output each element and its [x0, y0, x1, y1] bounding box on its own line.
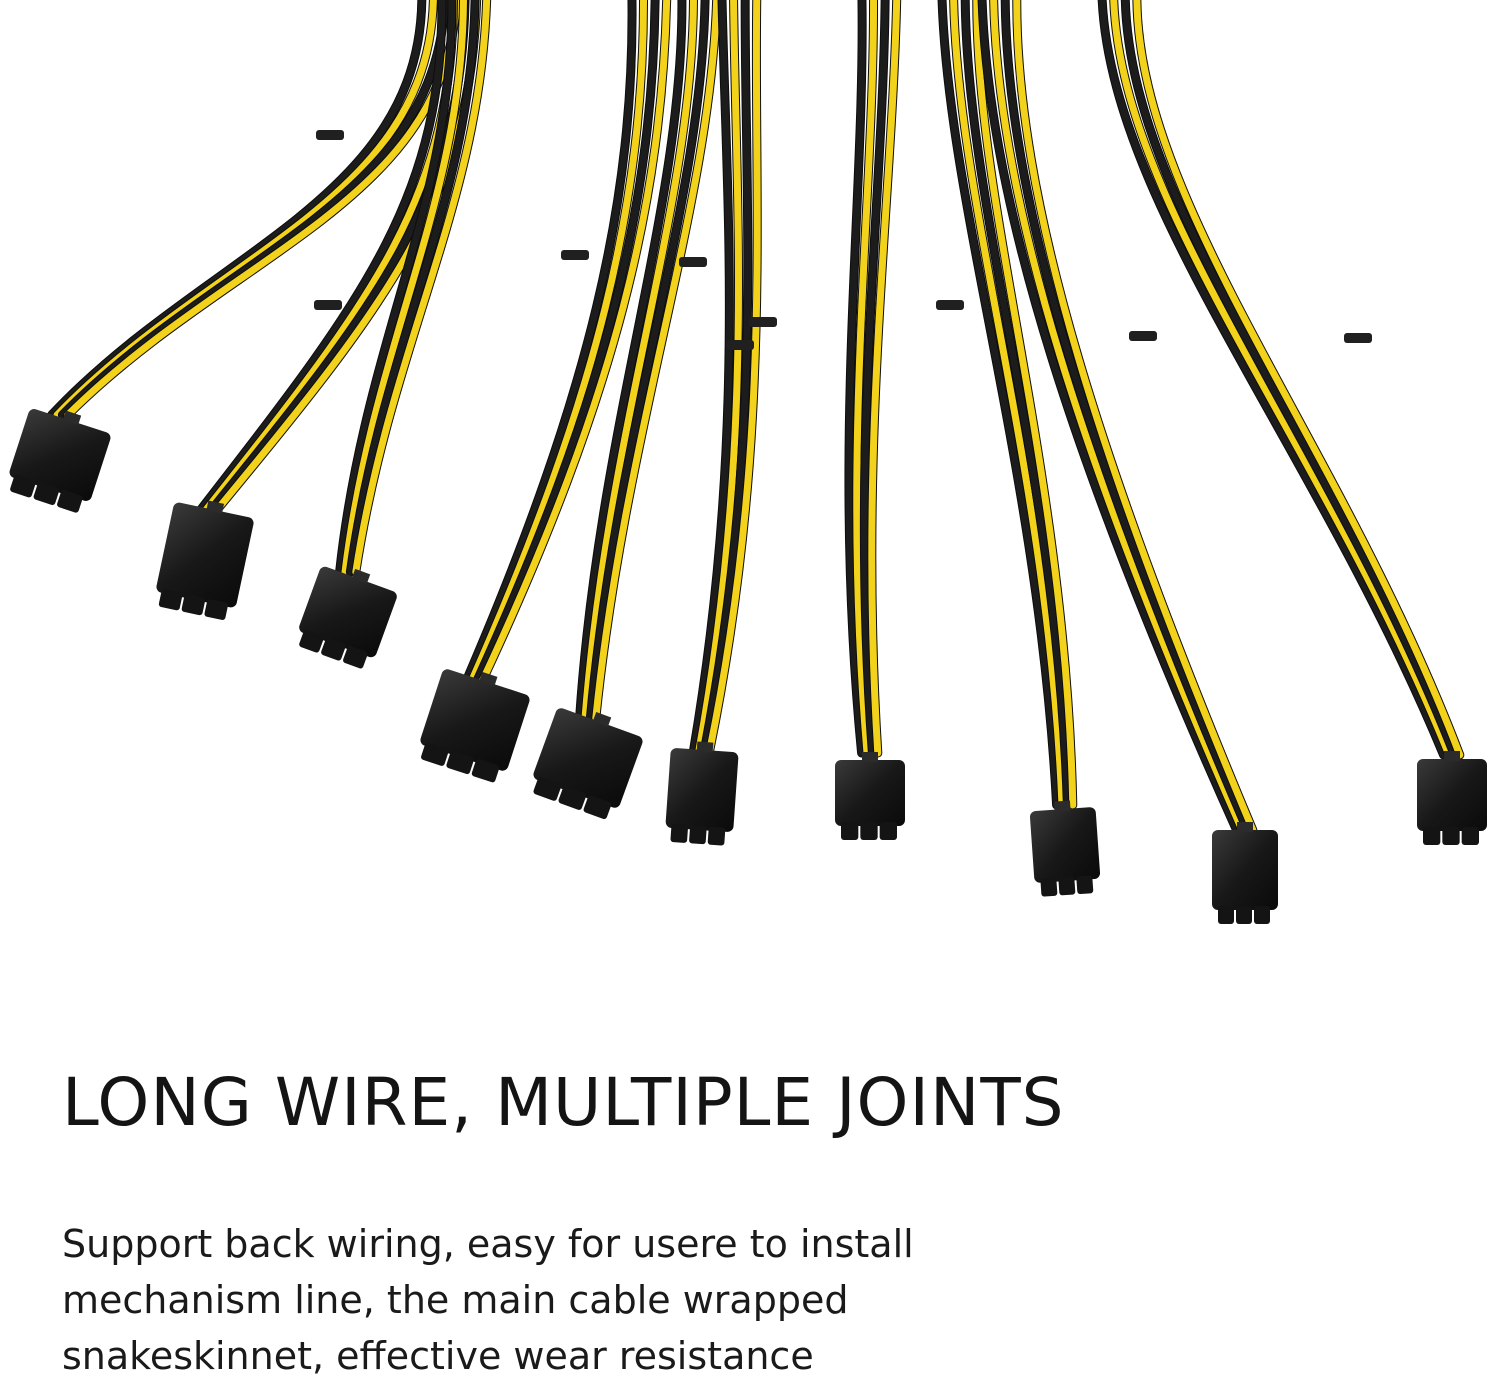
description-line: mechanism line, the main cable wrapped [62, 1278, 849, 1322]
cable-tie [561, 250, 589, 260]
description-line: Support back wiring, easy for usere to i… [62, 1222, 914, 1266]
wire [860, 0, 889, 757]
wire [586, 0, 709, 722]
wire [950, 0, 1066, 809]
headline: LONG WIRE, MULTIPLE JOINTS [62, 1064, 1065, 1141]
wire [479, 0, 671, 684]
wire [346, 0, 479, 576]
wire [576, 0, 686, 722]
wire [853, 0, 878, 757]
cable-tie [679, 257, 707, 267]
wire [463, 0, 636, 684]
wire [1133, 0, 1464, 759]
wire [973, 0, 1077, 809]
connector [835, 752, 905, 840]
wire [690, 0, 733, 754]
wire-bundle [47, 0, 1465, 835]
cable-tie [316, 130, 344, 140]
wire [978, 0, 1241, 834]
wire [937, 0, 1062, 810]
connector [1417, 751, 1487, 845]
cable-tie [1129, 331, 1157, 341]
wire [868, 0, 901, 757]
cable-tie [314, 300, 342, 310]
wire [706, 0, 761, 754]
wire [1110, 0, 1453, 759]
connector [420, 669, 530, 783]
cable-ties [314, 130, 1372, 350]
wire [1013, 0, 1257, 834]
wire [48, 0, 426, 419]
cable-tie [726, 340, 754, 350]
connector [156, 500, 254, 620]
wire [581, 0, 697, 722]
cable-bundle-photo [9, 0, 1487, 924]
connector [1029, 800, 1101, 897]
connector [1212, 822, 1278, 924]
wire [700, 0, 752, 754]
description-line: snakeskinnet, effective wear resistance [62, 1334, 814, 1378]
description: Support back wiring, easy for usere to i… [62, 1216, 1162, 1384]
wire [352, 0, 491, 576]
wire [336, 0, 456, 576]
cable-tie [749, 317, 777, 327]
wire [990, 0, 1246, 834]
wire [47, 0, 427, 420]
connector [665, 741, 739, 846]
wire [1001, 0, 1251, 834]
wire [592, 0, 721, 722]
connector-group [9, 409, 1487, 924]
connector [9, 409, 111, 513]
wire [695, 0, 742, 754]
wire [473, 0, 659, 684]
wire [961, 0, 1071, 809]
wire [1121, 0, 1458, 759]
cable-tie [936, 300, 964, 310]
cable-tie [1344, 333, 1372, 343]
wire [938, 0, 1061, 809]
wire [468, 0, 647, 684]
connector [299, 566, 397, 669]
wire [341, 0, 467, 576]
wire [1098, 0, 1448, 759]
wire [193, 0, 446, 519]
wire [845, 0, 866, 757]
connector [533, 708, 643, 820]
